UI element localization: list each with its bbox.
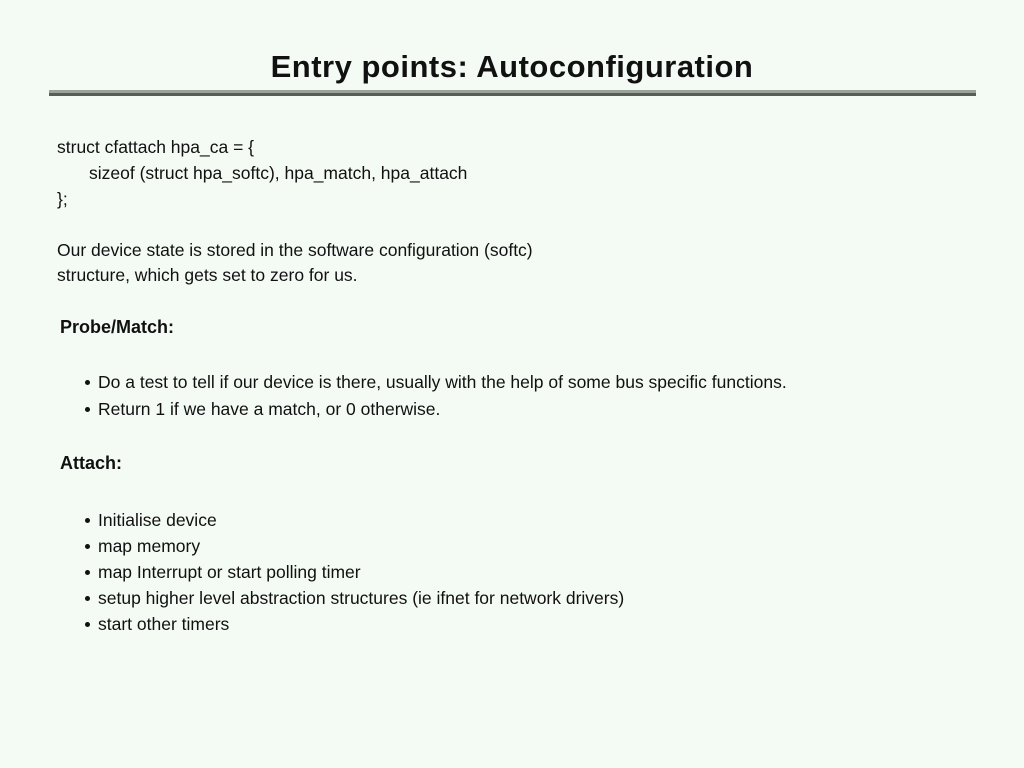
bullet-icon xyxy=(85,596,90,601)
list-item-text: map memory xyxy=(98,536,201,556)
list-item: start other timers xyxy=(85,611,984,637)
bullet-icon xyxy=(85,380,90,385)
code-line: }; xyxy=(57,189,68,209)
list-item-text: setup higher level abstraction structure… xyxy=(98,588,625,608)
list-item: map memory xyxy=(85,533,984,559)
bullet-icon xyxy=(85,622,90,627)
slide-content: struct cfattach hpa_ca = { sizeof (struc… xyxy=(0,134,1024,637)
probe-match-bullet-list: Do a test to tell if our device is there… xyxy=(57,369,984,423)
list-item: Initialise device xyxy=(85,507,984,533)
code-line: sizeof (struct hpa_softc), hpa_match, hp… xyxy=(89,163,468,183)
bullet-icon xyxy=(85,544,90,549)
list-item-text: Do a test to tell if our device is there… xyxy=(98,372,787,392)
list-item-text: Return 1 if we have a match, or 0 otherw… xyxy=(98,399,441,419)
title-divider xyxy=(48,90,976,96)
intro-paragraph: Our device state is stored in the softwa… xyxy=(57,238,984,288)
list-item-text: map Interrupt or start polling timer xyxy=(98,562,361,582)
bullet-icon xyxy=(85,407,90,412)
list-item: Do a test to tell if our device is there… xyxy=(85,369,984,396)
page-title: Entry points: Autoconfiguration xyxy=(270,49,754,84)
attach-bullet-list: Initialise device map memory map Interru… xyxy=(57,507,984,637)
list-item: setup higher level abstraction structure… xyxy=(85,585,984,611)
code-line: struct cfattach hpa_ca = { xyxy=(57,137,254,157)
section-heading-attach: Attach: xyxy=(60,453,122,473)
section-heading-probe-match: Probe/Match: xyxy=(60,317,175,337)
code-block: struct cfattach hpa_ca = { sizeof (struc… xyxy=(57,134,984,212)
list-item: map Interrupt or start polling timer xyxy=(85,559,984,585)
bullet-icon xyxy=(85,570,90,575)
intro-line: Our device state is stored in the softwa… xyxy=(57,240,533,260)
list-item-text: Initialise device xyxy=(98,510,217,530)
list-item-text: start other timers xyxy=(98,614,230,634)
list-item: Return 1 if we have a match, or 0 otherw… xyxy=(85,396,984,423)
bullet-icon xyxy=(85,518,90,523)
intro-line: structure, which gets set to zero for us… xyxy=(57,265,358,285)
